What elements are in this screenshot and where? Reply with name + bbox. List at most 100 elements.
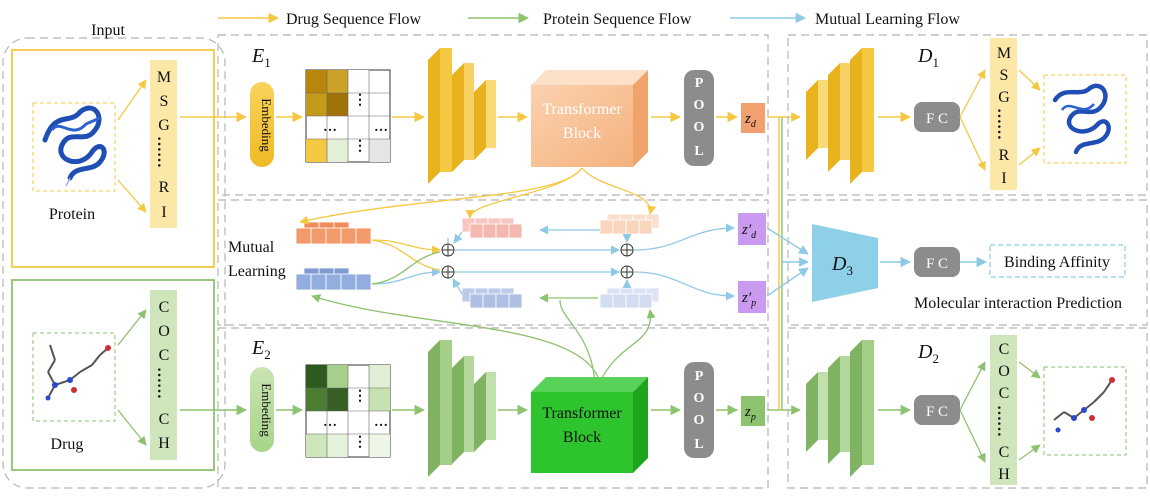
svg-text:⋮: ⋮ <box>353 139 367 154</box>
svg-text:I: I <box>1001 170 1006 187</box>
svg-text:…: … <box>374 415 388 430</box>
mutual-learning-panel: Mutual Learning <box>217 199 769 326</box>
legend-drug-flow: Drug Sequence Flow <box>286 11 422 28</box>
encoder-1-panel: E1 Embeding ⋮ … … ⋮ <box>180 34 769 196</box>
decoder-2-sequence-column <box>990 335 1017 485</box>
embedding-block-1 <box>250 82 274 167</box>
binding-affinity-output <box>989 244 1126 278</box>
encoder-2-name: E2 <box>251 337 271 362</box>
svg-text:G: G <box>998 89 1010 106</box>
pool-layer-1 <box>684 70 714 166</box>
encoder-1-name: E1 <box>251 45 271 70</box>
svg-text:…: … <box>323 120 337 135</box>
legend-protein-flow: Protein Sequence Flow <box>543 11 692 28</box>
protein-structure-frame <box>32 102 116 192</box>
drug-sequence-letters: C O C …… C H <box>154 299 171 452</box>
protein-sequence-letters: M S G …… R I <box>154 69 171 221</box>
svg-text:C: C <box>999 385 1010 402</box>
svg-text:⋮: ⋮ <box>353 435 367 450</box>
fc-layer-2 <box>914 395 960 425</box>
z-d-latent <box>741 103 765 133</box>
drug-seq-letter: H <box>158 435 170 452</box>
svg-text:zd: zd <box>744 111 757 130</box>
svg-text:D3: D3 <box>831 253 853 278</box>
svg-text:Block: Block <box>563 125 601 142</box>
drug-structure-image <box>45 344 111 401</box>
conv-layers-2 <box>428 340 496 477</box>
svg-text:⋮: ⋮ <box>353 93 367 108</box>
svg-text:F C: F C <box>926 111 948 127</box>
deconv-layers-1 <box>806 48 874 184</box>
svg-text:F C: F C <box>926 404 948 420</box>
svg-text:D2: D2 <box>917 341 939 366</box>
svg-text:O: O <box>998 363 1010 380</box>
encoder-2-panel: E2 Embeding ⋮ … … ⋮ <box>180 327 769 489</box>
decoder-2-drug-image <box>1053 377 1115 433</box>
svg-text:S: S <box>1000 67 1009 84</box>
z-p-prime-latent <box>738 281 766 313</box>
input-title: Input <box>91 22 125 39</box>
svg-text:Block: Block <box>563 429 601 446</box>
svg-text:C: C <box>999 341 1010 358</box>
drug-seq-letter: C <box>159 299 170 316</box>
protein-seq-letter: M <box>157 69 171 86</box>
svg-text:D1: D1 <box>917 45 939 70</box>
protein-label: Protein <box>49 206 95 223</box>
svg-text:L: L <box>694 144 703 159</box>
protein-sequence-column <box>150 60 177 228</box>
svg-text:H: H <box>998 466 1010 483</box>
transformer-block-1: Transformer Block <box>531 70 648 167</box>
decoder-1-sequence-column <box>990 38 1017 190</box>
embedding-matrix-2: ⋮ … … ⋮ <box>305 364 391 458</box>
input-panel: Input Protein M S G …… R I <box>2 22 226 489</box>
drug-sequence-column <box>150 290 177 460</box>
protein-seq-letter: S <box>160 93 169 110</box>
svg-text:C: C <box>999 444 1010 461</box>
drug-seq-letter: C <box>159 411 170 428</box>
svg-text:L: L <box>694 437 703 452</box>
legend-mutual-flow: Mutual Learning Flow <box>815 11 960 28</box>
cross-attn-drug-stack-2 <box>599 213 660 235</box>
decoder-3-panel: D3 F C Binding Affinity Molecular intera… <box>787 199 1148 326</box>
decoder-1-protein-frame <box>1043 74 1127 164</box>
svg-text:z′d: z′d <box>741 222 757 241</box>
fc-layer-1 <box>914 102 960 132</box>
transformer-block-2: Transformer Block <box>531 377 648 473</box>
protein-token-stack <box>295 267 372 291</box>
mutual-label-line2: Learning <box>228 263 286 280</box>
svg-text:zp: zp <box>744 404 756 423</box>
svg-text:⋮: ⋮ <box>353 389 367 404</box>
z-p-latent <box>741 396 765 426</box>
embedding-label-1: Embeding <box>259 98 274 152</box>
protein-seq-letter: R <box>159 179 170 196</box>
cross-attn-drug-stack-1 <box>461 217 523 239</box>
conv-layers-1 <box>428 48 496 184</box>
protein-structure-image <box>42 105 107 187</box>
d3-caption: Molecular interaction Prediction <box>914 295 1122 312</box>
svg-text:P: P <box>695 369 704 384</box>
svg-text:……: …… <box>994 108 1011 140</box>
cross-attn-protein-stack-2 <box>599 287 660 309</box>
svg-text:Binding Affinity: Binding Affinity <box>1004 254 1110 271</box>
svg-text:z′p: z′p <box>741 290 756 309</box>
d3-block <box>812 224 878 302</box>
embedding-label-2: Embeding <box>259 383 274 437</box>
svg-text:…: … <box>323 415 337 430</box>
pool-layer-2 <box>684 362 714 458</box>
embedding-block-2 <box>250 367 274 452</box>
z-d-prime-latent <box>738 213 766 245</box>
svg-text:……: …… <box>994 405 1011 437</box>
drug-seq-dots: …… <box>154 367 171 399</box>
drug-structure-frame <box>32 332 116 422</box>
decoder-1-protein-image <box>1052 83 1111 155</box>
svg-text:O: O <box>694 391 705 406</box>
svg-text:Transformer: Transformer <box>542 101 622 118</box>
svg-text:F C: F C <box>926 256 948 272</box>
legend: Drug Sequence Flow Protein Sequence Flow… <box>218 11 960 28</box>
embedding-matrix-1: ⋮ … … ⋮ <box>305 69 391 163</box>
svg-text:Transformer: Transformer <box>542 405 622 422</box>
svg-text:O: O <box>694 413 705 428</box>
drug-seq-letter: O <box>158 323 170 340</box>
deconv-layers-2 <box>806 340 874 477</box>
